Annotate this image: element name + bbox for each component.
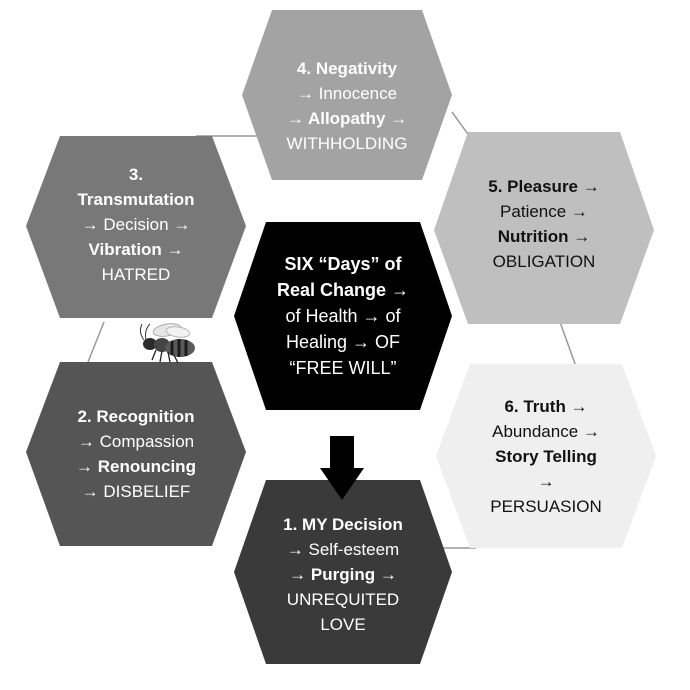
- hexagon-5-line-3: Nutrition →: [497, 227, 591, 246]
- down-arrow-icon: [320, 436, 364, 500]
- hexagon-2-line-2: → Compassion: [77, 432, 195, 451]
- hexagon-3-title: 3.: [128, 164, 144, 184]
- hexagon-1-line-4: UNREQUITED: [286, 589, 400, 609]
- hexagon-1-title: 1. MY Decision: [283, 514, 403, 534]
- hexagon-1-line-2: → Self-esteem: [286, 539, 400, 559]
- center-line-5: “FREE WILL”: [289, 358, 397, 378]
- hexagon-5-line-4: OBLIGATION: [492, 252, 596, 271]
- hexagon-3-text: 3. Transmutation → Decision → Vibration …: [26, 162, 246, 286]
- hexagon-5-text: 5. Pleasure → Patience → Nutrition → OBL…: [434, 174, 654, 274]
- hexagon-1-text: 1. MY Decision → Self-esteem → Purging →…: [234, 512, 452, 636]
- hexagon-6-line-5: PERSUASION: [490, 496, 602, 516]
- center-title-line-2: Real Change →: [276, 280, 410, 300]
- hexagon-6-line-3: Story Telling: [495, 446, 597, 466]
- bee-icon: [139, 323, 195, 364]
- hexagon-1-line-5: LOVE: [320, 614, 366, 634]
- hexagon-4-line-4: WITHHOLDING: [286, 134, 408, 153]
- hexagon-6-line-4: →: [537, 471, 555, 491]
- hexagon-3-line-5: HATRED: [101, 264, 171, 284]
- hexagon-3: [26, 136, 246, 318]
- hexagon-6: [436, 364, 656, 548]
- hexagon-2: [26, 362, 246, 546]
- connector-5-6: [559, 321, 579, 373]
- hexagon-2-text: 2. Recognition → Compassion → Renouncing…: [26, 404, 246, 504]
- hexagon-4-line-2: → Innocence: [296, 84, 398, 103]
- center-line-3: of Health → of: [285, 306, 401, 326]
- hexagon-2-line-4: → DISBELIEF: [81, 482, 191, 501]
- hexagon-6-text: 6. Truth → Abundance → Story Telling → P…: [436, 394, 656, 518]
- hexagon-3-line-2: Transmutation: [77, 189, 195, 209]
- hexagon-4-title: 4. Negativity: [296, 59, 398, 78]
- hexagon-6-line-2: Abundance →: [492, 421, 600, 441]
- hexagon-4-text: 4. Negativity → Innocence → Allopathy → …: [242, 56, 452, 156]
- hexagon-3-line-4: Vibration →: [88, 239, 184, 259]
- center-hexagon-text: SIX “Days” of Real Change → of Health → …: [234, 250, 452, 382]
- hexagon-3-line-3: → Decision →: [81, 214, 191, 234]
- hexagon-2-title: 2. Recognition: [77, 407, 195, 426]
- center-title-line-1: SIX “Days” of: [284, 254, 402, 274]
- hexagon-1: [234, 480, 452, 664]
- hexagon-5-title: 5. Pleasure →: [488, 177, 600, 196]
- center-hexagon: [234, 222, 452, 410]
- hexagon-5-line-2: Patience →: [500, 202, 588, 221]
- hexagon-5: [434, 132, 654, 324]
- hexagon-1-line-3: → Purging →: [289, 564, 397, 584]
- hexagon-2-line-3: → Renouncing: [76, 457, 196, 476]
- hexagon-6-title: 6. Truth →: [504, 396, 588, 416]
- hexagon-4: [242, 10, 452, 180]
- hexagon-4-line-3: → Allopathy →: [286, 109, 408, 128]
- connector-2-3: [87, 321, 105, 363]
- center-line-4: Healing → OF: [285, 332, 401, 352]
